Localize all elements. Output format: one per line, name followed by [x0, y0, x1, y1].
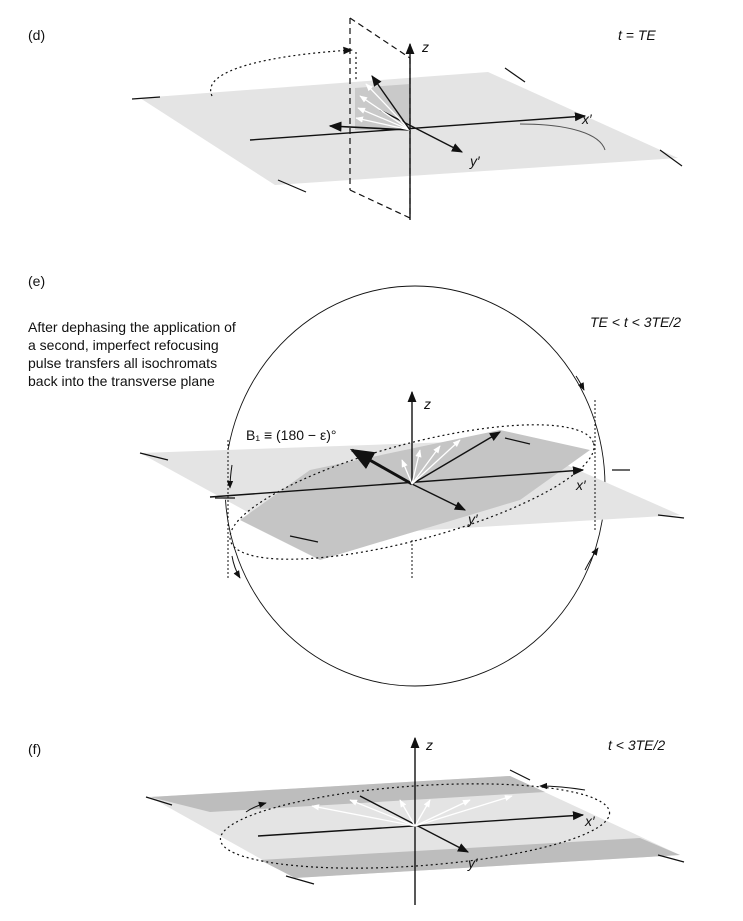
- panel-d-label: (d): [28, 27, 45, 43]
- x-axis-e: [209, 466, 585, 498]
- panel-d-time: t = TE: [618, 27, 656, 43]
- panel-e-x-label: x′: [575, 477, 587, 493]
- tilted-ellipse: [229, 424, 595, 560]
- b1-vector: [349, 448, 413, 486]
- precession-ellipse-f: [219, 783, 611, 869]
- panel-f-z-label: z: [425, 737, 433, 753]
- isochromat-vectors: [355, 83, 411, 131]
- panel-f-y-label: y′: [467, 855, 479, 871]
- magnetization-vector: [371, 75, 411, 131]
- tilted-plane: [240, 430, 590, 560]
- plane-ticks: [131, 67, 683, 193]
- neg-x-vector: [328, 121, 411, 132]
- dark-band-f: [150, 776, 545, 812]
- x-axis-f: [257, 811, 585, 837]
- y-axis: [379, 109, 463, 153]
- panel-e: (e) TE < t < 3TE/2: [28, 273, 685, 687]
- dark-band-f2: [260, 838, 680, 878]
- panel-f-time: t < 3TE/2: [608, 737, 665, 753]
- panel-d-y-label: y′: [469, 153, 481, 169]
- isochromat-vectors-f: [311, 795, 513, 827]
- b1-label: B₁ ≡ (180 − ε)°: [246, 427, 337, 443]
- panel-d-x-label: x′: [581, 111, 593, 127]
- panel-e-time: TE < t < 3TE/2: [590, 314, 681, 330]
- y-axis-e: [411, 483, 467, 511]
- panel-e-label: (e): [28, 273, 45, 289]
- panel-d-z-label: z: [421, 39, 429, 55]
- precession-arc: [210, 46, 353, 97]
- panel-d: (d) t = TE: [28, 17, 683, 220]
- panel-e-y-label: y′: [467, 511, 479, 527]
- panel-e-caption: After dephasing the application of a sec…: [28, 319, 236, 389]
- plane-ticks-e: [139, 437, 685, 543]
- panel-e-z-label: z: [423, 396, 431, 412]
- isochromat-vectors-e: [401, 439, 461, 485]
- panel-f-label: (f): [28, 741, 41, 757]
- magnetization-vector-e: [411, 431, 501, 485]
- panel-f: (f) t < 3TE/2 z x′ y′: [28, 736, 685, 905]
- vertical-guides: [227, 400, 596, 580]
- plane-ticks-f: [145, 769, 685, 885]
- x-axis: [249, 112, 587, 141]
- panel-f-x-label: x′: [584, 813, 596, 829]
